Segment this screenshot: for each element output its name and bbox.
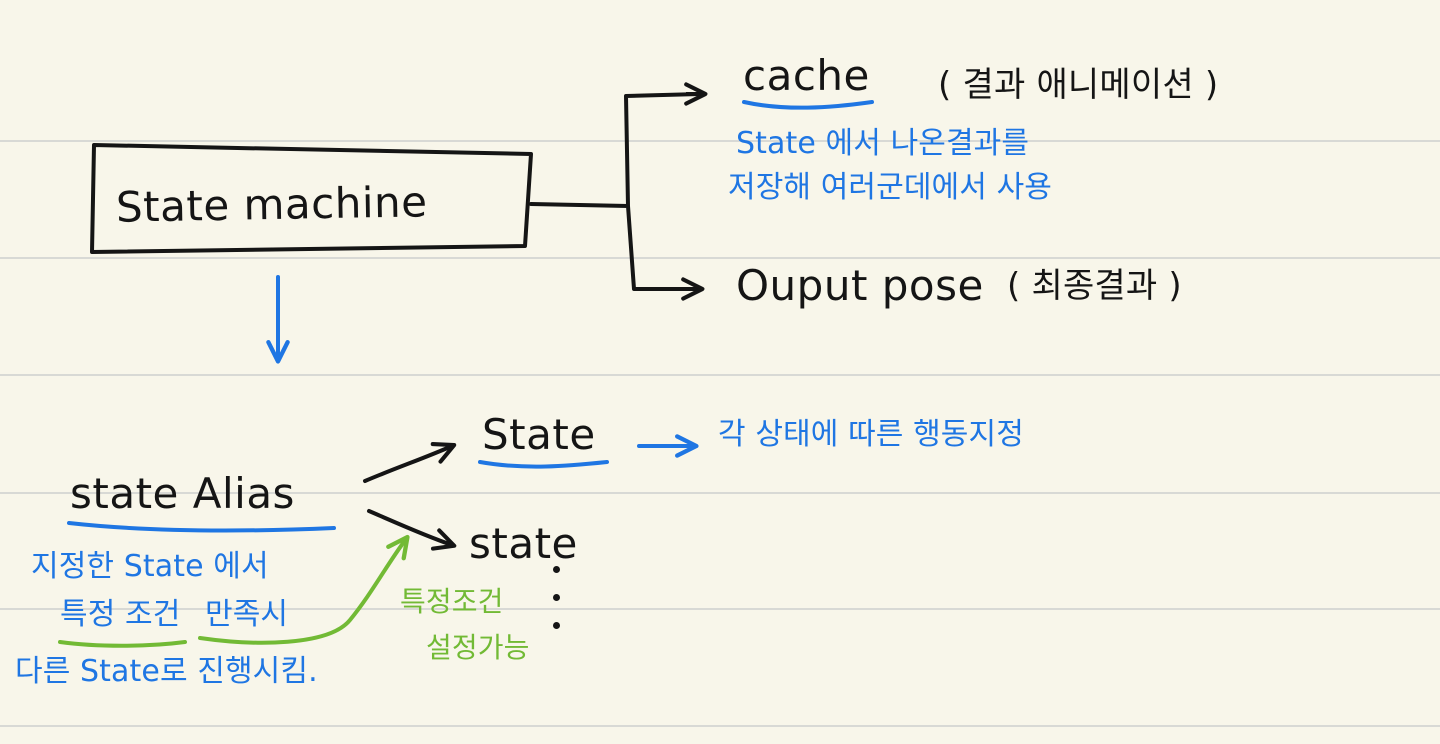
state-alias-description-line-2b: 만족시 [205,597,289,632]
cache-underline [742,100,874,110]
output-pose-meaning: ( 최종결과 ) [1007,266,1182,306]
notebook-rule-line [0,140,1440,142]
cache-description-line-1: State 에서 나온결과를 [736,126,1030,161]
notebook-rule-line [0,725,1440,727]
state-alias-description-line-2a: 특정 조건 [60,597,181,632]
state-machine-label: State machine [115,177,428,232]
continuation-dots [548,566,566,636]
state-alias-label: state Alias [70,469,295,518]
cache-description-line-2: 저장해 여러군데에서 사용 [728,170,1052,205]
continuation-dot [553,566,560,573]
state-alias-underline [67,521,336,533]
state-alias-description-line-1: 지정한 State 에서 [31,549,269,584]
condition-underline [58,640,187,648]
continuation-dot [553,594,560,601]
cache-meaning: ( 결과 애니메이션 ) [938,65,1219,105]
state-top-label: State [482,410,596,459]
continuation-dot [553,622,560,629]
state-top-underline [478,460,609,469]
cache-label: cache [743,51,870,100]
notebook-rule-line [0,374,1440,376]
state-machine-branch-connector [529,92,702,291]
state-machine-box [90,143,533,254]
notebook-rule-line [0,492,1440,494]
condition-curve-arrow [198,534,410,645]
notebook-rule-line [0,608,1440,610]
notebook-rule-line [0,257,1440,259]
alias-to-state-top-arrow [363,442,457,483]
condition-line-1: 특정조건 [400,585,504,618]
condition-line-2: 설정가능 [426,631,530,664]
state-top-description: 각 상태에 따른 행동지정 [718,417,1024,452]
alias-to-state-bottom-arrow [367,509,457,551]
output-pose-label: Ouput pose [736,261,984,310]
state-alias-description-line-3: 다른 State로 진행시킴. [15,654,318,689]
state-bottom-label: state [469,519,578,568]
